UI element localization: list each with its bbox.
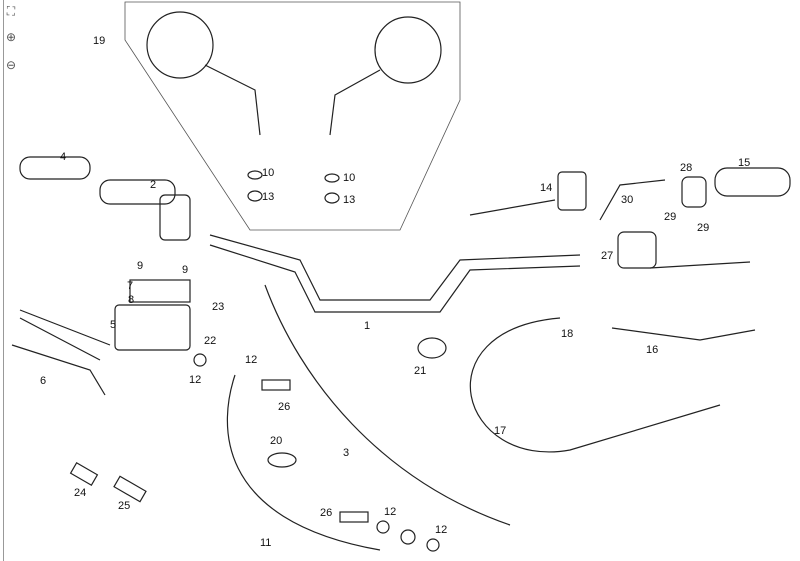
- part-number-label: 24: [74, 487, 86, 499]
- clutch-perch: [617, 231, 657, 269]
- part-number-label: 8: [128, 294, 134, 306]
- reservoir-cap: [129, 279, 191, 303]
- front-brake-lever: [19, 309, 111, 361]
- nut: [324, 173, 340, 183]
- nut: [324, 192, 340, 204]
- throttle-cable: [264, 284, 511, 526]
- part-number-label: 29: [697, 222, 709, 234]
- part-number-label: 9: [182, 264, 188, 276]
- part-number-label: 13: [262, 191, 274, 203]
- part-number-label: 3: [343, 447, 349, 459]
- part-number-label: 12: [384, 506, 396, 518]
- right-mirror-stem: [329, 69, 381, 136]
- fit-page-icon[interactable]: ⛶: [6, 4, 16, 18]
- part-number-label: 18: [561, 328, 573, 340]
- mirror-group-outline: [124, 1, 461, 231]
- part-number-label: 13: [343, 194, 355, 206]
- part-number-label: 6: [40, 375, 46, 387]
- part-number-label: 27: [601, 250, 613, 262]
- clamp-21: [417, 337, 447, 359]
- bolt-26b: [339, 511, 369, 523]
- part-number-label: 2: [150, 179, 156, 191]
- part-24: [69, 461, 99, 487]
- brake-hose: [226, 374, 381, 551]
- part-number-label: 26: [320, 507, 332, 519]
- part-number-label: 14: [540, 182, 552, 194]
- nut: [247, 170, 263, 180]
- nut: [247, 190, 263, 202]
- switch-14: [557, 171, 587, 211]
- part-number-label: 17: [494, 425, 506, 437]
- part-number-label: 22: [204, 335, 216, 347]
- left-grip: [19, 156, 91, 180]
- part-number-label: 21: [414, 365, 426, 377]
- clamp-20: [267, 452, 297, 468]
- clutch-lever-left: [11, 344, 106, 396]
- switch-28: [681, 176, 707, 208]
- bolt-26: [261, 379, 291, 391]
- wire: [469, 179, 666, 221]
- master-cylinder: [114, 304, 191, 351]
- left-mirror: [146, 11, 214, 79]
- part-number-label: 28: [680, 162, 692, 174]
- handlebar: [209, 234, 581, 313]
- part-number-label: 26: [278, 401, 290, 413]
- washer: [376, 520, 390, 534]
- washer: [193, 353, 207, 367]
- part-number-label: 15: [738, 157, 750, 169]
- part-number-label: 4: [60, 151, 66, 163]
- zoom-in-icon[interactable]: ⊕: [5, 30, 17, 44]
- part-number-label: 12: [189, 374, 201, 386]
- part-number-label: 11: [260, 537, 271, 549]
- part-number-label: 25: [118, 500, 130, 512]
- clutch-lever: [611, 261, 756, 341]
- part-number-label: 10: [262, 167, 274, 179]
- throttle-grip: [99, 179, 176, 205]
- part-number-label: 5: [110, 319, 116, 331]
- part-number-label: 10: [343, 172, 355, 184]
- part-number-label: 30: [621, 194, 633, 206]
- right-mirror: [374, 16, 442, 84]
- part-number-label: 7: [127, 280, 133, 292]
- part-number-label: 19: [93, 35, 105, 47]
- part-number-label: 29: [664, 211, 676, 223]
- part-number-label: 20: [270, 435, 282, 447]
- washer: [426, 538, 440, 552]
- washer: [400, 529, 416, 545]
- part-number-label: 12: [435, 524, 447, 536]
- part-number-label: 23: [212, 301, 224, 313]
- viewer-toolbar: ⛶ ⊕ ⊖: [0, 0, 22, 561]
- viewer-border: [3, 0, 4, 561]
- throttle-housing: [159, 194, 191, 241]
- part-25: [113, 475, 147, 503]
- zoom-out-icon[interactable]: ⊖: [5, 58, 17, 72]
- right-grip: [714, 167, 791, 197]
- part-number-label: 12: [245, 354, 257, 366]
- part-number-label: 16: [646, 344, 658, 356]
- left-mirror-stem: [204, 64, 261, 136]
- part-number-label: 9: [137, 260, 143, 272]
- clutch-cable: [469, 317, 721, 453]
- part-number-label: 1: [364, 320, 370, 332]
